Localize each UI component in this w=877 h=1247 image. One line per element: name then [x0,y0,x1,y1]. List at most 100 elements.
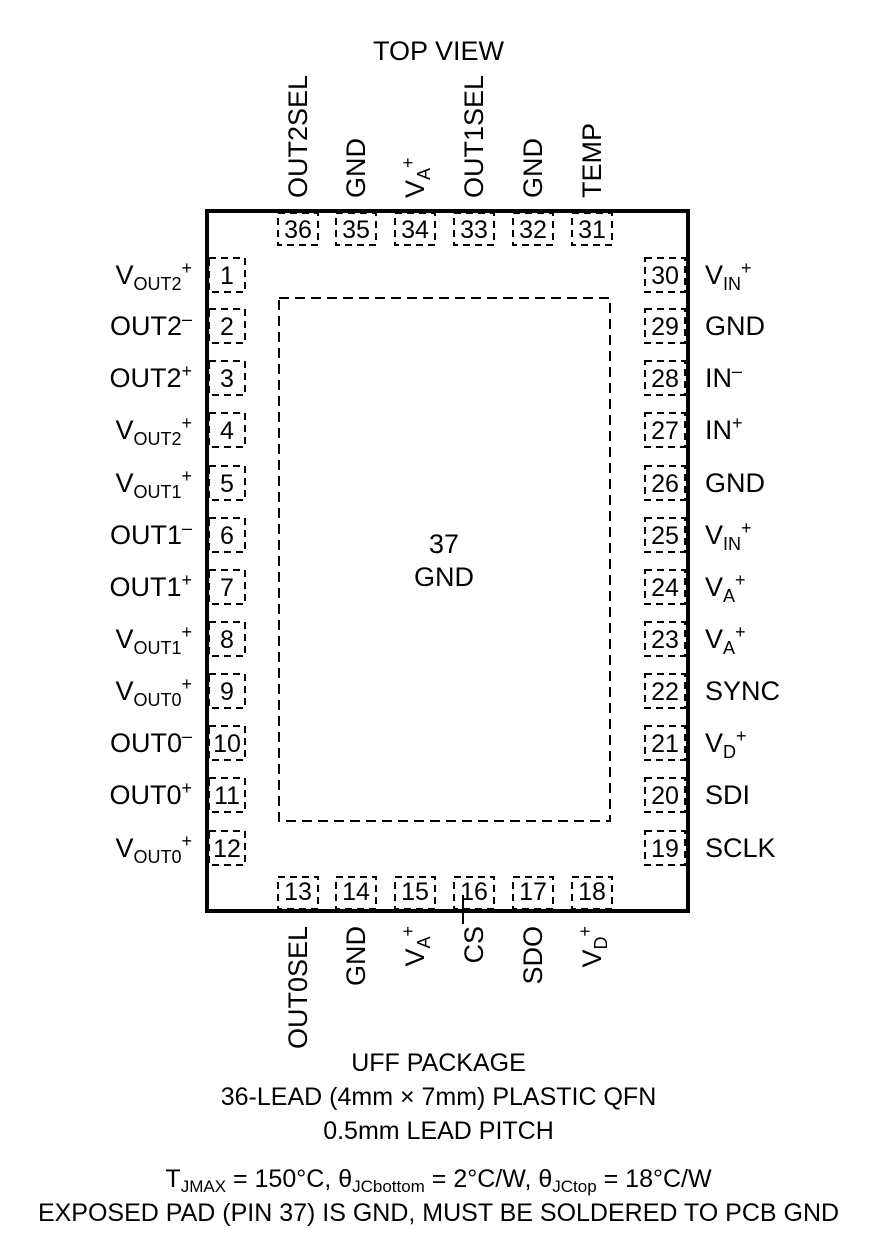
pin-number: 16 [460,878,488,906]
pin-label: OUT1– [110,518,192,550]
pin-number: 14 [342,878,370,906]
pin-label: OUT1SEL [459,75,489,198]
pin-number: 33 [460,216,488,244]
pin-number: 2 [220,313,234,341]
thermal-spec: TJMAX = 150°C, θJCbottom = 2°C/W, θJCtop… [0,1162,877,1196]
pin-number: 24 [651,574,679,602]
pin-number: 3 [220,365,234,393]
pin-number: 22 [651,678,679,706]
pin-label: VOUT1+ [115,622,192,658]
pin-number: 25 [651,522,679,550]
pin-label: IN+ [705,413,743,445]
pin-number: 13 [284,878,312,906]
pin-label: VA+ [705,622,746,658]
pin-label: OUT0– [110,726,192,758]
tjmax-symbol: T [165,1165,181,1193]
pin-number: 31 [578,216,606,244]
pin-number: 27 [651,417,679,445]
pin-label: OUT2– [110,309,192,341]
pin-number: 8 [220,626,234,654]
pin-pad-left [208,360,246,396]
pin-label: SDI [705,780,750,810]
pin-label: OUT0+ [109,778,192,810]
package-description: 36-LEAD (4mm × 7mm) PLASTIC QFN [220,1083,657,1111]
pin-label: SYNC [705,676,780,706]
pin-number: 6 [220,522,234,550]
pin-pad-left [208,673,246,709]
pin-number: 36 [284,216,312,244]
package-body [205,209,690,913]
pin-number: 18 [578,878,606,906]
pin-number: 29 [651,313,679,341]
pin-label: GND [341,926,371,986]
pin-number: 10 [213,730,241,758]
exposed-pad-outline [278,297,611,822]
pin-number: 11 [214,782,240,810]
pin-label: TEMP [577,123,607,198]
pin-label: VA+ [705,570,746,606]
pin-pad-left [208,308,246,344]
theta-bottom-symbol: θ [338,1165,353,1193]
pin-label: IN– [705,361,742,393]
tjmax-value: = 150°C, [226,1165,339,1193]
pin-label: VD+ [705,726,747,762]
exposed-pad-number: 37 [429,529,459,559]
lead-pitch: 0.5mm LEAD PITCH [323,1117,554,1145]
pin-label: SDO [518,926,548,985]
pin-label: GND [341,138,371,198]
pin-label: OUT1+ [109,570,192,602]
pin-number: 21 [651,730,679,758]
pin-label: OUT2+ [109,361,192,393]
pin-number: 19 [651,835,679,863]
pin-number: 28 [651,365,679,393]
pin-label: OUT0SEL [283,926,313,1049]
pin-label: VA+ [398,157,434,198]
pin-label: VOUT0+ [115,674,192,710]
tjmax-subscript: JMAX [180,1177,227,1196]
pin-pad-left [208,777,246,813]
exposed-pad-label: GND [414,562,474,592]
pin-number: 12 [213,835,241,863]
pin-label: GND [705,311,765,341]
pin-number: 15 [401,878,429,906]
theta-top-subscript: JCtop [552,1177,597,1196]
pin-number: 30 [651,262,679,290]
pin-number: 20 [651,782,679,810]
pin-label: VIN+ [705,258,752,294]
theta-top-value: = 18°C/W [596,1165,712,1193]
diagram-title: TOP VIEW [372,36,505,66]
exposed-pad-note: EXPOSED PAD (PIN 37) IS GND, MUST BE SOL… [37,1199,840,1227]
pin-number: 7 [220,574,234,602]
pin-label: VIN+ [705,518,752,554]
pin-pad-left [208,412,246,448]
pin-number: 5 [220,470,234,498]
pin-pad-left [208,257,246,293]
package-name: UFF PACKAGE [351,1049,526,1077]
theta-top-symbol: θ [538,1165,553,1193]
pin-pad-left [208,621,246,657]
pin-label: VOUT2+ [115,258,192,294]
pin-label: VD+ [575,926,611,968]
pin-label: VOUT0+ [115,831,192,867]
theta-bottom-subscript: JCbottom [352,1177,425,1196]
theta-bottom-value: = 2°C/W, [424,1165,539,1193]
pin-number: 26 [651,470,679,498]
pin-label: VOUT2+ [115,413,192,449]
pin-number: 35 [342,216,370,244]
pin-number: 17 [519,878,547,906]
pin-number: 4 [220,417,234,445]
pin-label: GND [518,138,548,198]
pin-pad-left [208,465,246,501]
pin-number: 34 [401,216,429,244]
pin-pad-left [208,517,246,553]
pin-label: CS [459,926,489,964]
pin-pad-left [208,830,246,866]
pin-label: GND [705,468,765,498]
pin-label: VA+ [398,926,434,967]
pin-number: 23 [651,626,679,654]
pin-pad-left [208,725,246,761]
pin-label: VOUT1+ [115,466,192,502]
pin-number: 32 [519,216,547,244]
pin-label: SCLK [705,833,776,863]
